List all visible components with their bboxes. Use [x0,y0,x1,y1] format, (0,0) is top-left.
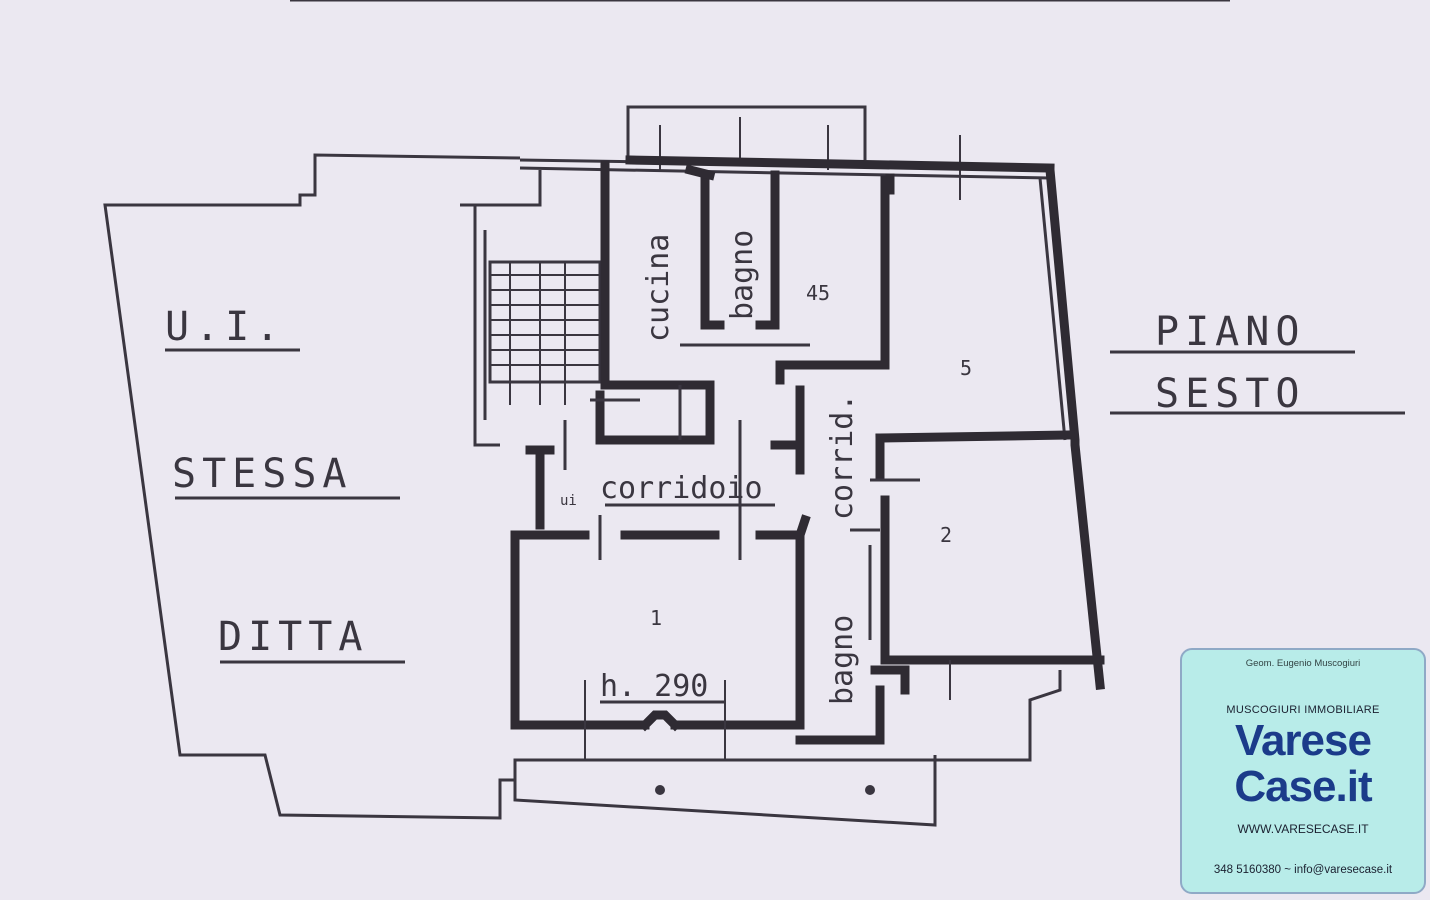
room-2-walls [880,495,1105,665]
bottom-outline [513,755,937,827]
top-bathroom-walls [684,164,716,181]
room-1-walls [510,530,650,730]
staircase [460,170,602,447]
room-number-2: 2 [940,523,952,547]
room-number-ui: ui [560,493,577,509]
brand-line-2: Case.it [1234,762,1372,811]
room-number-1: 1 [650,606,662,630]
room-number-5: 5 [960,356,972,380]
agency-logo-card: Geom. Eugenio Muscogiuri MUSCOGIURI IMMO… [1180,648,1426,894]
label-corrid: corrid. [825,394,860,520]
adjacent-unit-outline [103,153,1062,820]
bedroom-divider-wall [875,430,1075,443]
label-height: h. 290 [600,669,708,704]
label-stessa: STESSA [172,451,353,497]
contact-info: 348 5160380 ~ info@varesecase.it [1213,864,1393,876]
label-bagno-top: bagno [725,230,760,320]
label-corridoio: corridoio [600,471,763,506]
owner-name: Geom. Eugenio Muscogiuri [1245,658,1361,669]
website-link[interactable]: WWW.VARESECASE.IT [1237,822,1369,836]
label-bagno-bottom: bagno [825,615,860,705]
kitchen-walls [595,160,715,445]
agency-name: MUSCOGIURI IMMOBILIARE [1226,704,1380,716]
label-ditta: DITTA [218,614,368,660]
room-number-45: 45 [806,281,830,305]
brand-line-1: Varese [1235,716,1372,765]
label-ui: U.I. [165,304,285,350]
label-cucina: cucina [641,234,676,342]
bottom-bathroom-walls [795,685,885,745]
room-45-walls [775,175,890,385]
label-sesto: SESTO [1155,371,1305,417]
label-piano: PIANO [1155,309,1305,355]
top-balcony [626,105,867,160]
right-exterior-wall [1045,165,1105,690]
